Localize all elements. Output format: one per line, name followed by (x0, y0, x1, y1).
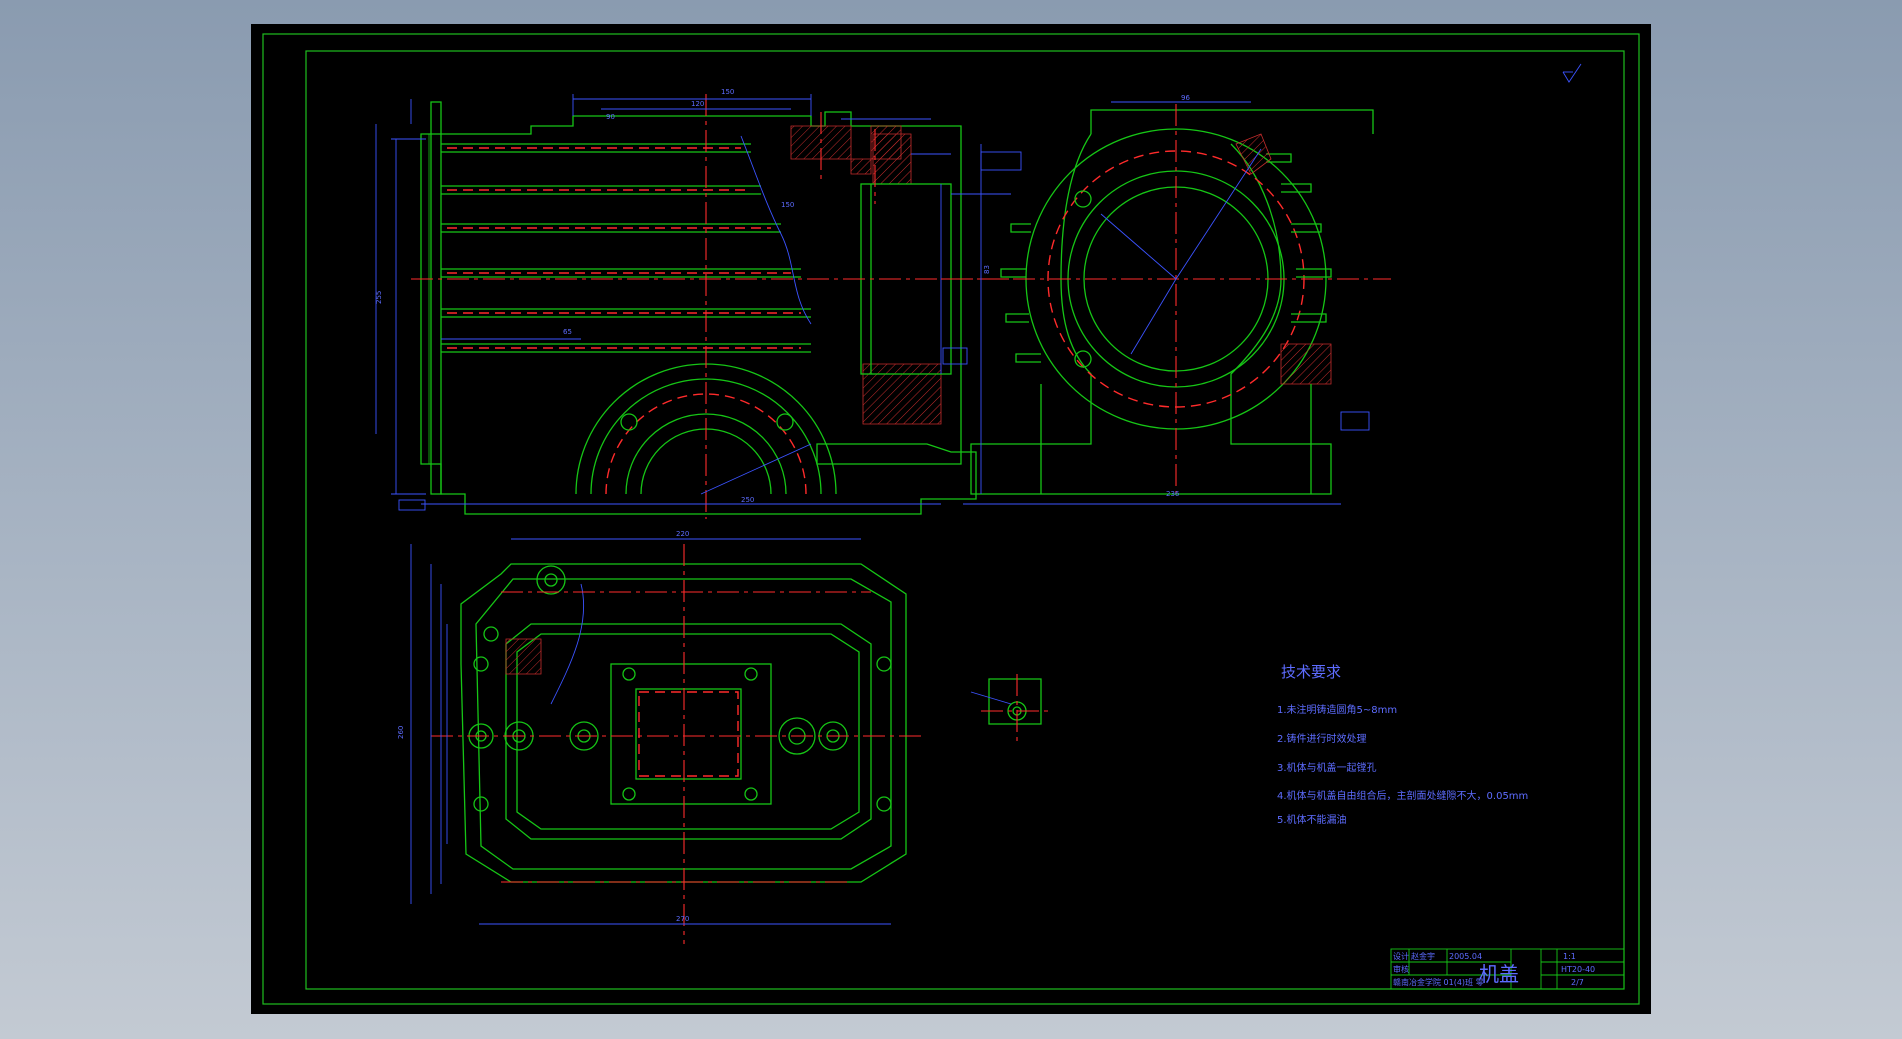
svg-text:150: 150 (721, 88, 734, 96)
svg-text:96: 96 (1181, 94, 1190, 102)
svg-text:236: 236 (1166, 490, 1180, 498)
tb-sheet: 2/7 (1571, 978, 1584, 987)
svg-text:150: 150 (781, 201, 794, 209)
svg-text:220: 220 (676, 530, 689, 538)
tech-heading: 技术要求 (1281, 663, 1341, 681)
tb-designer: 赵金宇 (1411, 951, 1435, 961)
front-ribs (441, 143, 811, 353)
svg-text:270: 270 (676, 915, 689, 923)
tb-material: HT20-40 (1561, 965, 1595, 974)
svg-text:83: 83 (983, 265, 991, 274)
side-ribs (1000, 153, 1332, 363)
top-view: 220 270 260 (397, 530, 921, 944)
tb-school: 赣南冶金学院 01(4)班 零 (1393, 977, 1484, 987)
svg-text:90: 90 (606, 113, 615, 121)
tb-part-name: 机盖 (1479, 962, 1519, 986)
tech-item-3: 3.机体与机盖一起镗孔 (1277, 761, 1377, 774)
tb-check-label: 审核 (1393, 964, 1409, 974)
outer-frame (262, 33, 1640, 1005)
drawing-sheet: 150 120 90 255 65 250 150 (251, 24, 1651, 1014)
svg-text:250: 250 (741, 496, 754, 504)
tech-requirements: 技术要求 1.未注明铸造圆角5~8mm 2.铸件进行时效处理 3.机体与机盖一起… (1277, 663, 1528, 826)
tech-item-1: 1.未注明铸造圆角5~8mm (1277, 703, 1397, 716)
tb-scale: 1:1 (1563, 952, 1576, 961)
tech-item-5: 5.机体不能漏油 (1277, 813, 1347, 826)
tech-item-2: 2.铸件进行时效处理 (1277, 732, 1367, 745)
svg-text:260: 260 (397, 726, 405, 739)
svg-text:65: 65 (563, 328, 572, 336)
title-block: 设计 赵金宇 2005.04 审核 赣南冶金学院 01(4)班 零 机盖 1:1… (1390, 948, 1625, 990)
tb-date: 2005.04 (1449, 952, 1482, 961)
cad-drawing: 150 120 90 255 65 250 150 (262, 33, 1640, 1005)
roughness-icon (1562, 63, 1582, 83)
tb-design-label: 设计 (1393, 951, 1409, 961)
tech-item-4: 4.机体与机盖自由组合后，主剖面处缝隙不大，0.05mm (1277, 789, 1528, 802)
detail-view (970, 674, 1051, 744)
svg-text:120: 120 (691, 100, 704, 108)
svg-text:255: 255 (375, 291, 383, 304)
front-view: 150 120 90 255 65 250 150 (375, 88, 1022, 519)
inner-frame (305, 50, 1625, 990)
side-view: 236 96 83 (941, 94, 1391, 505)
